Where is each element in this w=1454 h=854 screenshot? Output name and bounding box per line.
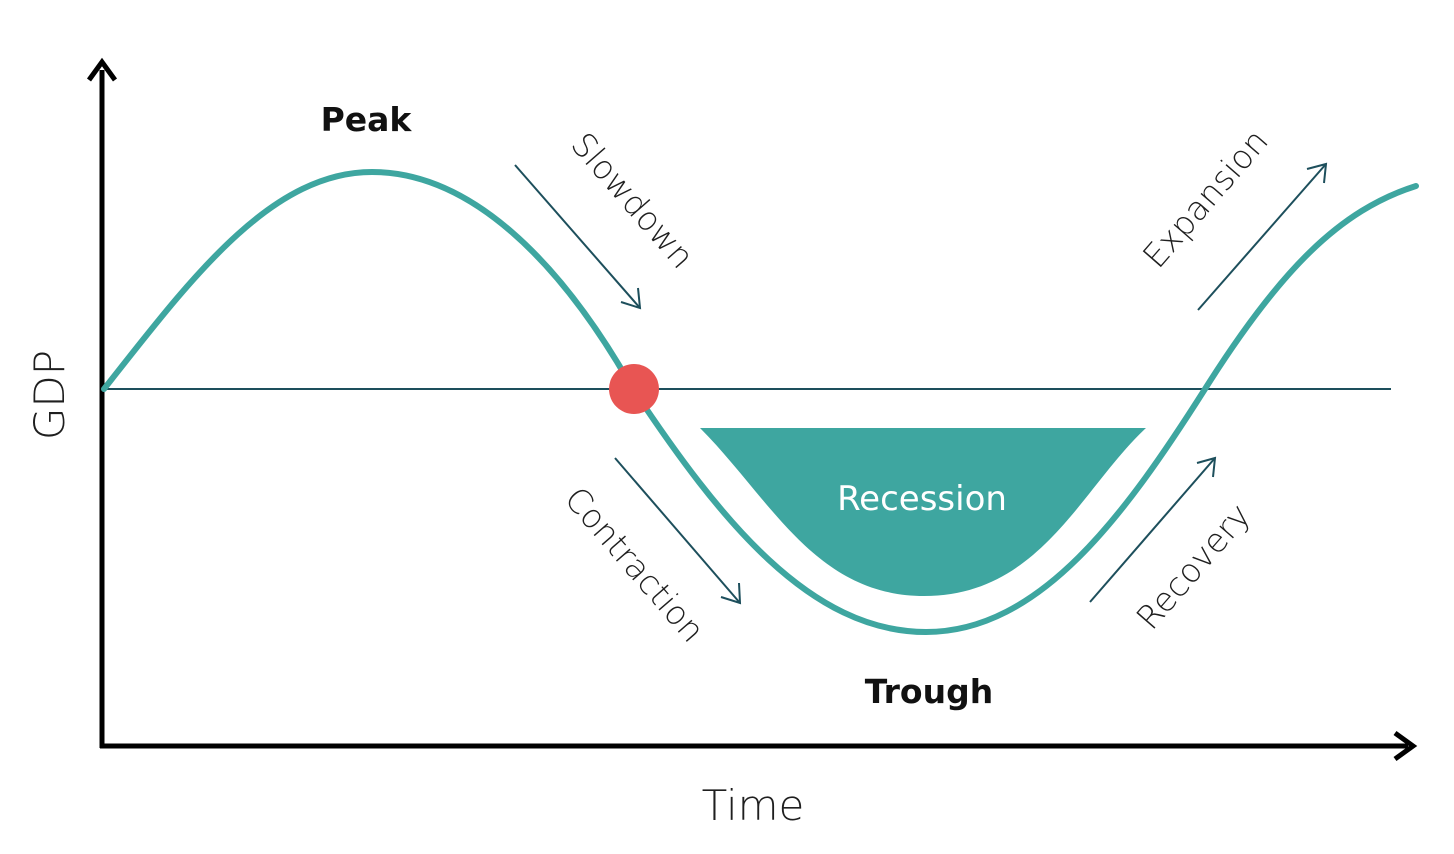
trough-label: Trough [865, 672, 993, 711]
recovery-arrow [1089, 456, 1217, 603]
peak-label: Peak [321, 100, 413, 139]
y-axis-arrowhead [86, 57, 118, 82]
x-axis-label: Time [702, 781, 805, 830]
recovery-label: Recovery [1128, 496, 1258, 637]
y-axis-label: GDP [25, 350, 74, 440]
expansion-arrow [1197, 162, 1328, 311]
recession-area [700, 428, 1146, 596]
contraction-arrow [614, 457, 742, 605]
business-cycle-curve [101, 168, 1419, 636]
slowdown-label: Slowdown [563, 125, 702, 276]
slowdown-arrow [514, 164, 642, 310]
contraction-label: Contraction [557, 479, 713, 650]
x-axis-arrowhead [1393, 730, 1418, 762]
recession-label: Recession [837, 479, 1007, 519]
expansion-label: Expansion [1135, 122, 1276, 276]
inflection-marker [609, 364, 659, 414]
